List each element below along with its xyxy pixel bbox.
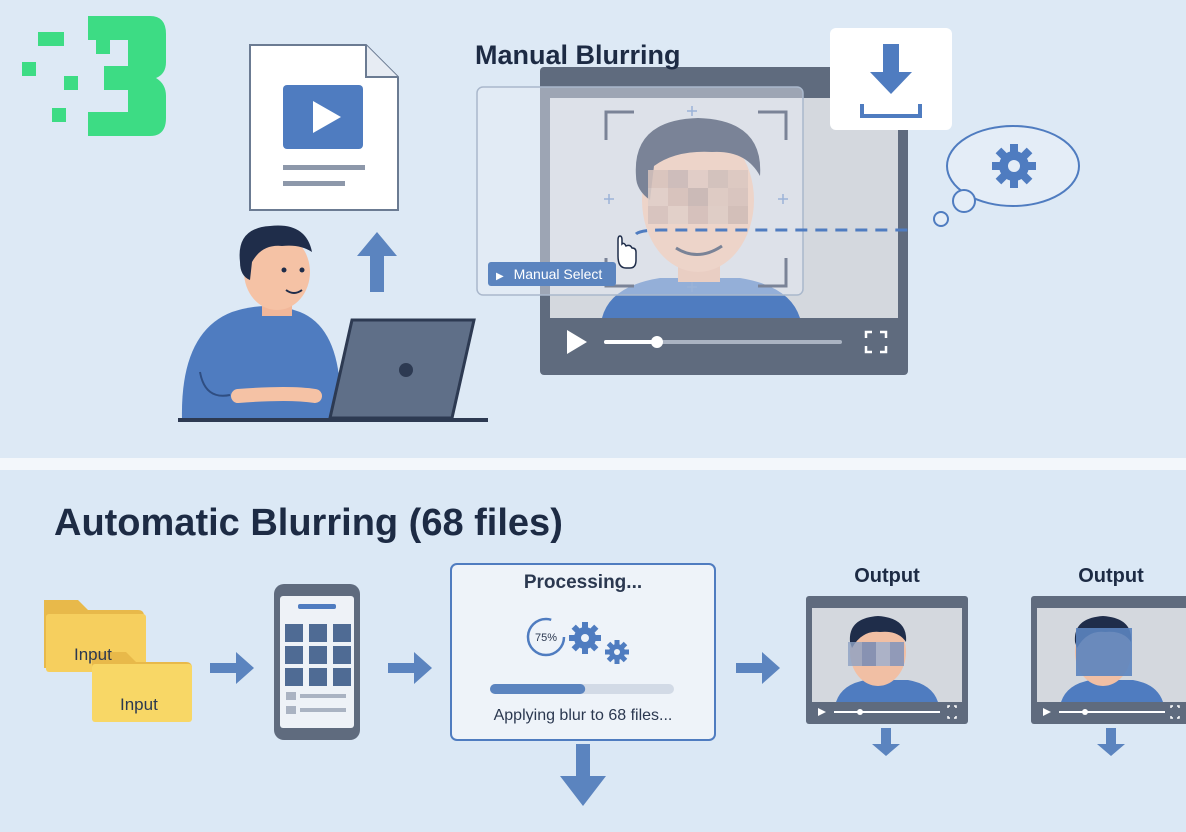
progress-fill xyxy=(490,684,586,694)
download-icon xyxy=(830,28,952,130)
input-folder-label-2: Input xyxy=(120,695,158,714)
gear-icon xyxy=(992,144,1036,188)
output-player-2 xyxy=(1031,596,1186,724)
manual-select-label: Manual Select xyxy=(513,266,603,282)
processing-percent: 75% xyxy=(534,632,558,644)
selection-overlay xyxy=(476,86,804,296)
gear-thought-bubble xyxy=(933,125,1080,227)
play-icon: ▶ xyxy=(496,271,504,282)
processing-title: Processing... xyxy=(523,572,643,593)
brand-logo-icon xyxy=(22,16,166,136)
processing-card xyxy=(450,563,716,741)
person-illustration xyxy=(181,225,341,420)
flow-arrows xyxy=(210,652,1125,806)
upload-arrow-icon xyxy=(357,232,397,292)
manual-title: Manual Blurring xyxy=(475,40,681,70)
folder-icon xyxy=(44,600,192,722)
phone-icon xyxy=(274,584,360,740)
output-player-1 xyxy=(806,596,968,724)
fullscreen-icon xyxy=(864,330,888,354)
processing-caption: Applying blur to 68 files... xyxy=(493,707,673,724)
play-icon xyxy=(567,330,587,354)
video-file-icon xyxy=(249,44,399,211)
output-label-2: Output xyxy=(1078,565,1144,587)
laptop-icon xyxy=(178,318,488,422)
manual-select-button[interactable]: ▶ Manual Select xyxy=(488,262,616,286)
hand-cursor-icon xyxy=(617,235,637,269)
output-label-1: Output xyxy=(854,565,920,587)
input-folder-label-1: Input xyxy=(74,645,112,664)
automatic-title: Automatic Blurring (68 files) xyxy=(54,502,563,544)
panel-divider xyxy=(0,458,1186,470)
connector-dashed-line xyxy=(634,228,910,236)
